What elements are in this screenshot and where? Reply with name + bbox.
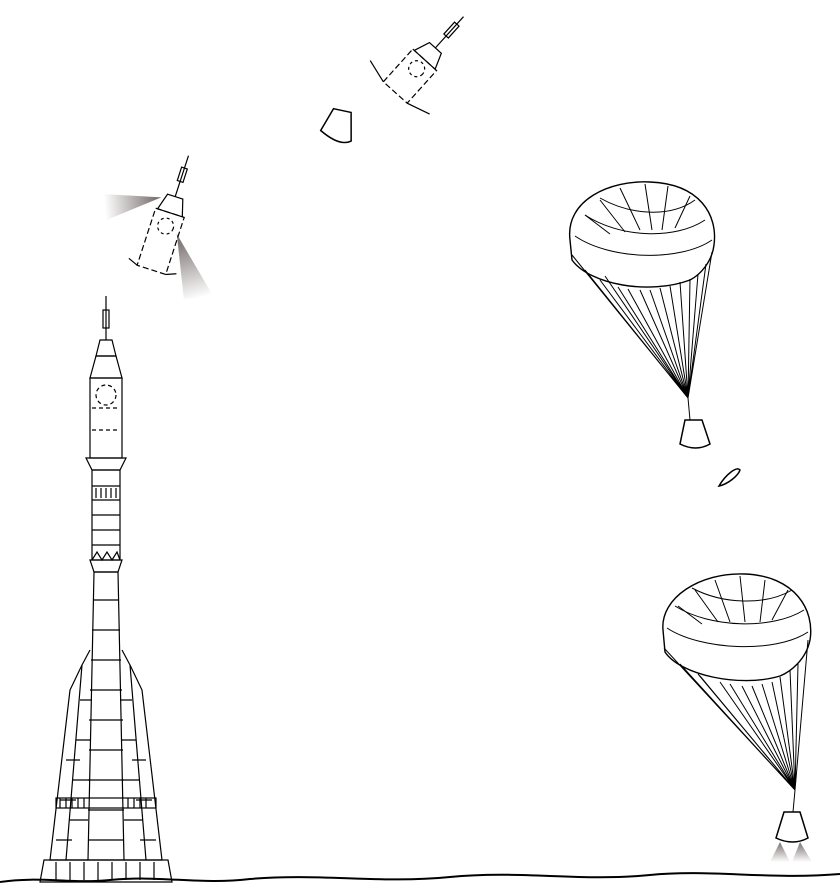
retro-rockets-icon (770, 842, 812, 862)
main-parachute-icon (570, 182, 715, 448)
booster-separation-icon (79, 134, 252, 308)
heat-shield-icon (719, 469, 740, 486)
separated-capsule-icon (319, 107, 357, 144)
tower-jettison-icon (366, 0, 494, 119)
landing-parachute-icon (663, 574, 812, 862)
rocket-on-pad-icon (40, 296, 172, 882)
